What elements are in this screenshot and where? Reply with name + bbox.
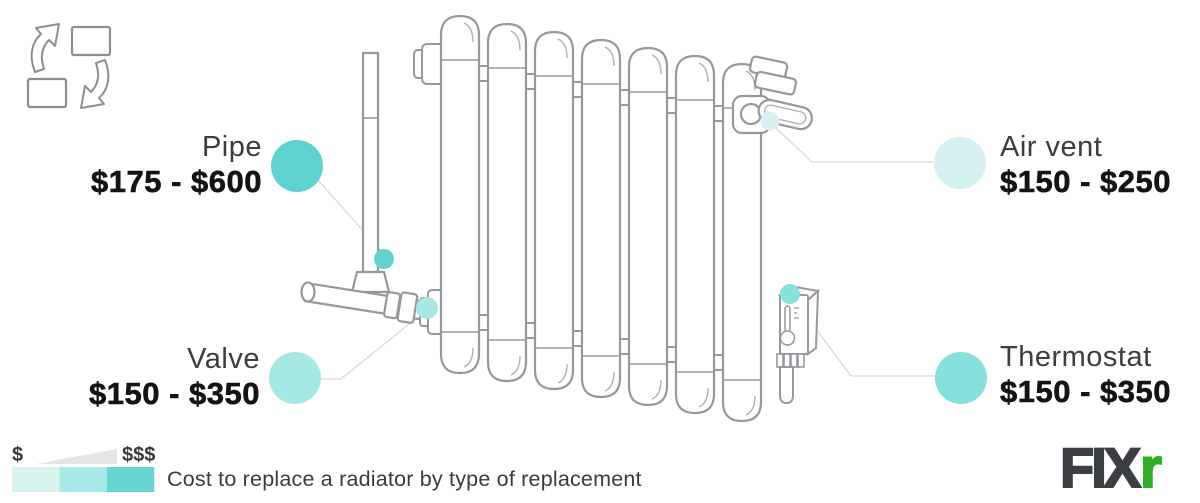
replace-icon-rect-bottom bbox=[26, 77, 68, 109]
logo-text-fix: FIX bbox=[1059, 436, 1142, 499]
marker-dots bbox=[374, 111, 800, 319]
valve-marker-circle bbox=[269, 352, 321, 404]
pipe-illustration bbox=[300, 51, 432, 324]
caption: Cost to replace a radiator by type of re… bbox=[167, 467, 642, 491]
thermostat-marker-dot bbox=[780, 284, 800, 304]
pipe-marker-circle bbox=[271, 140, 323, 192]
thermostat-label: Thermostat bbox=[1000, 341, 1152, 373]
valve-label: Valve bbox=[187, 343, 260, 375]
thermostat-price: $150 - $350 bbox=[1000, 374, 1171, 410]
pipe-label: Pipe bbox=[201, 131, 262, 163]
thermostat-illustration bbox=[776, 284, 821, 405]
price-legend-graphics bbox=[12, 449, 155, 492]
legend-max-symbol: $$$ bbox=[122, 444, 156, 466]
air-vent-callout-line bbox=[775, 127, 936, 163]
callout-thermostat: Thermostat $150 - $350 bbox=[1000, 341, 1171, 410]
legend-wedge bbox=[36, 449, 117, 464]
radiator-tubes bbox=[439, 14, 763, 423]
thermostat-marker-circle bbox=[935, 352, 987, 404]
air-vent-marker-circle bbox=[934, 137, 986, 189]
air-vent-label: Air vent bbox=[1000, 131, 1103, 163]
replace-icon bbox=[26, 23, 112, 109]
fixr-logo: FIX r bbox=[1059, 436, 1163, 499]
legend-gradient-bar bbox=[12, 467, 155, 492]
replace-icon-rect-top bbox=[70, 25, 112, 57]
marker-circles bbox=[269, 137, 987, 404]
callout-air-vent: Air vent $150 - $250 bbox=[1000, 131, 1171, 200]
callout-valve: Valve $150 - $350 bbox=[89, 343, 260, 412]
air-vent-price: $150 - $250 bbox=[1000, 164, 1171, 200]
air-vent-marker-dot bbox=[760, 111, 780, 131]
pipe-marker-dot bbox=[374, 249, 394, 269]
valve-price: $150 - $350 bbox=[89, 376, 260, 412]
callout-pipe: Pipe $175 - $600 bbox=[91, 131, 262, 200]
replace-arrow-down-icon bbox=[80, 59, 110, 109]
logo-accent-r: r bbox=[1139, 436, 1163, 499]
valve-callout-line bbox=[321, 311, 425, 380]
legend-min-symbol: $ bbox=[12, 444, 24, 466]
pipe-price: $175 - $600 bbox=[91, 164, 262, 200]
valve-marker-dot bbox=[416, 297, 438, 319]
replace-arrow-up-icon bbox=[30, 23, 60, 73]
